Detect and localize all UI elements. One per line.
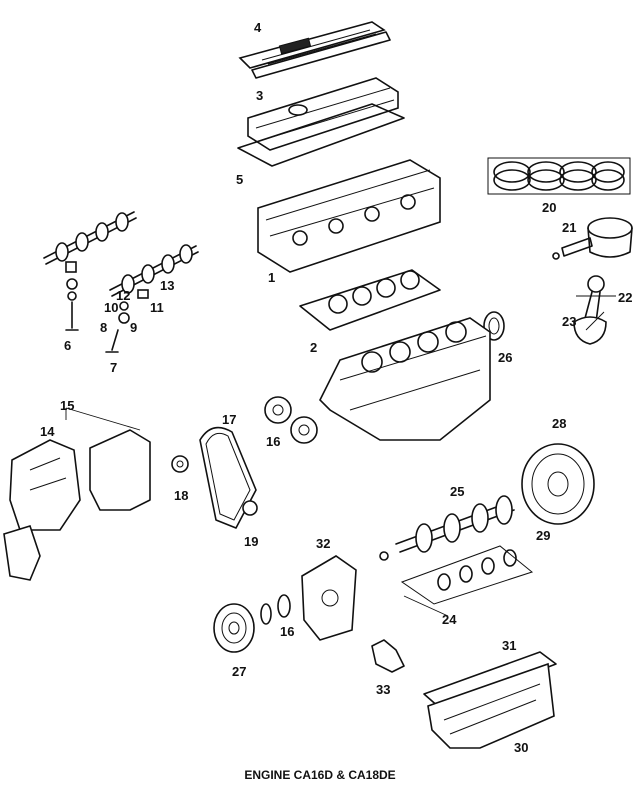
callout-19: 19 [244, 534, 258, 549]
callout-22: 22 [618, 290, 632, 305]
part-timing-belt [199, 426, 257, 529]
part-camshaft-intake [109, 244, 199, 297]
callout-5: 5 [236, 172, 243, 187]
callout-16-crank: 16 [280, 624, 294, 639]
callout-18: 18 [174, 488, 188, 503]
part-crank-pulley [213, 603, 255, 653]
part-crank-sprocket [260, 594, 291, 625]
callout-26: 26 [498, 350, 512, 365]
callout-16-cam: 16 [266, 434, 280, 449]
callout-27: 27 [232, 664, 246, 679]
callout-17: 17 [222, 412, 236, 427]
part-flywheel [521, 443, 595, 525]
diagram-caption: ENGINE CA16D & CA18DE [244, 768, 396, 782]
part-crank-bearings [400, 545, 534, 605]
callout-12: 12 [116, 288, 130, 303]
callout-33: 33 [376, 682, 390, 697]
callout-7: 7 [110, 360, 117, 375]
callout-32: 32 [316, 536, 330, 551]
callout-15: 15 [60, 398, 74, 413]
callout-10: 10 [104, 300, 118, 315]
callout-31: 31 [502, 638, 516, 653]
part-idler [242, 500, 258, 516]
callout-2: 2 [310, 340, 317, 355]
part-head-gasket [299, 269, 441, 331]
callout-3: 3 [256, 88, 263, 103]
part-camshaft-exhaust [43, 211, 137, 265]
callout-4: 4 [254, 20, 262, 35]
callout-24: 24 [442, 612, 457, 627]
callout-29: 29 [536, 528, 550, 543]
callout-21: 21 [562, 220, 576, 235]
part-rear-seal [483, 311, 505, 341]
part-valve-cover [247, 77, 399, 151]
callout-9: 9 [130, 320, 137, 335]
part-engine-block [319, 317, 491, 441]
part-crankshaft [379, 495, 515, 561]
part-bracket [3, 525, 41, 581]
callout-11: 11 [150, 300, 164, 315]
callout-30: 30 [514, 740, 528, 755]
callout-1: 1 [268, 270, 275, 285]
callout-13: 13 [160, 278, 174, 293]
part-oil-pan [423, 651, 557, 749]
part-cam-sprockets [264, 396, 318, 444]
part-piston-rings [487, 157, 631, 195]
callout-20: 20 [542, 200, 556, 215]
callout-8: 8 [100, 320, 107, 335]
callout-25: 25 [450, 484, 464, 499]
callout-14: 14 [40, 424, 55, 439]
callout-6: 6 [64, 338, 71, 353]
part-timing-covers [9, 407, 151, 531]
part-oil-strainer [371, 639, 405, 673]
part-connecting-rod [573, 275, 607, 345]
part-valve-cover-gasket [237, 103, 405, 167]
callout-28: 28 [552, 416, 566, 431]
part-valve-train [65, 261, 149, 353]
callout-23: 23 [562, 314, 576, 329]
part-cam-cover-plate [238, 21, 391, 79]
part-tensioner [171, 455, 189, 473]
part-oil-pump [301, 555, 357, 641]
part-piston [552, 217, 633, 260]
part-cylinder-head [257, 159, 441, 273]
